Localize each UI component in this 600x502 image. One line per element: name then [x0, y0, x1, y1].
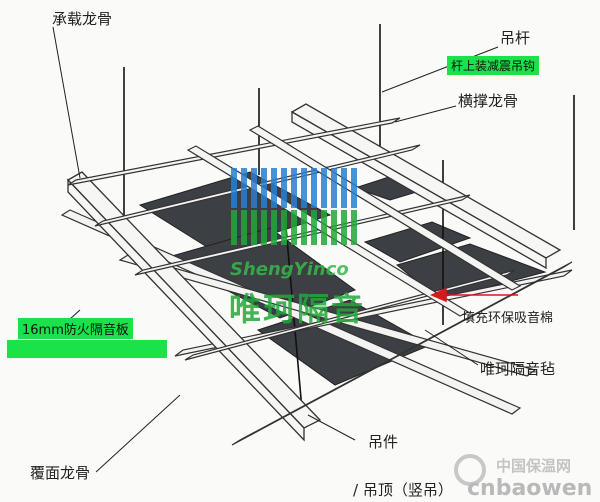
watermark-text-en: cnbaowen	[467, 476, 593, 501]
label-cover-keel: 覆面龙骨	[30, 464, 91, 482]
logo-text-en: ShengYinco	[230, 259, 349, 280]
label-felt: 唯珂隔音毡	[480, 360, 556, 378]
logo-text-cn: 唯珂隔音	[229, 290, 366, 328]
label-main-keel: 承载龙骨	[52, 10, 113, 28]
leader-lines	[52, 26, 499, 473]
label-cross-keel: 横撑龙骨	[458, 92, 519, 110]
label-hanger-rod: 吊杆	[500, 29, 531, 47]
label-fill: 填充环保吸音棉	[462, 311, 554, 326]
label-rod-note: 杆上装减震吊钩	[447, 56, 540, 75]
caption: / 吊顶（竖吊）	[353, 481, 453, 499]
label-board: 16mm防火隔音板	[18, 318, 133, 339]
label-hanger-part: 吊件	[368, 433, 399, 451]
fill-arrow	[429, 287, 518, 303]
logo-mark	[231, 168, 357, 245]
watermark-ring	[454, 454, 486, 486]
board-note-strip	[7, 340, 167, 358]
main-keels	[66, 103, 562, 442]
watermark-text-cn: 中国保温网	[496, 457, 572, 475]
